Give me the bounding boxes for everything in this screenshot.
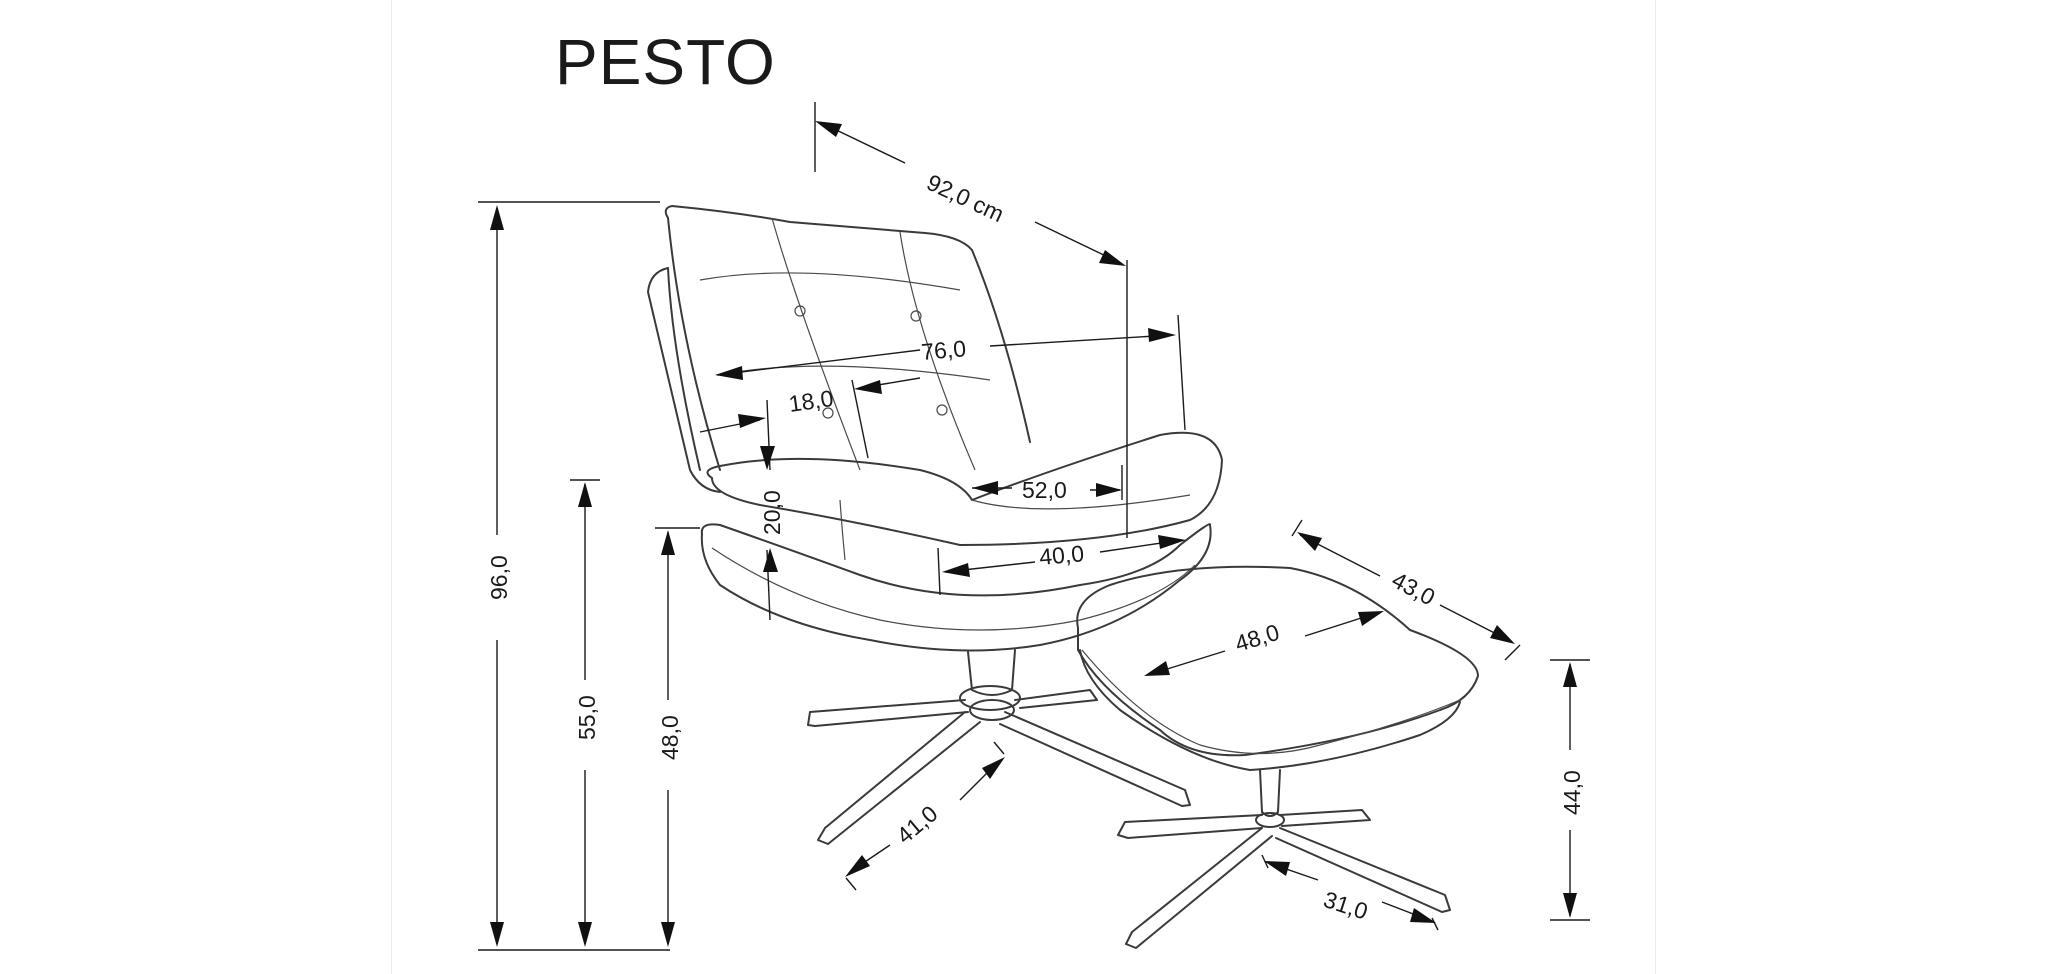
- dimension-lines: [478, 102, 1590, 951]
- label-armrest-height: 20,0: [759, 490, 785, 535]
- label-footstool-base: 31,0: [1320, 886, 1371, 925]
- label-seat-depth: 40,0: [1038, 540, 1085, 570]
- product-title: PESTO: [555, 26, 776, 98]
- label-seat-height: 48,0: [657, 715, 683, 760]
- label-armrest-width: 18,0: [787, 385, 835, 417]
- label-total-height: 96,0: [486, 555, 512, 600]
- label-footstool-width: 48,0: [1232, 619, 1282, 657]
- label-chair-base: 41,0: [892, 800, 943, 849]
- page-divider-right: [1655, 0, 1656, 974]
- label-footstool-height: 44,0: [1559, 770, 1585, 815]
- label-footstool-depth: 43,0: [1388, 566, 1440, 610]
- label-seat-width-total: 76,0: [920, 335, 967, 365]
- footstool-illustration: [1076, 565, 1479, 949]
- label-armrest-floor-height: 55,0: [574, 695, 600, 740]
- label-overall-width: 92,0 cm: [923, 169, 1008, 227]
- armchair-illustration: [647, 205, 1223, 845]
- label-seat-width: 52,0: [1022, 477, 1067, 503]
- page-divider-left: [391, 0, 392, 974]
